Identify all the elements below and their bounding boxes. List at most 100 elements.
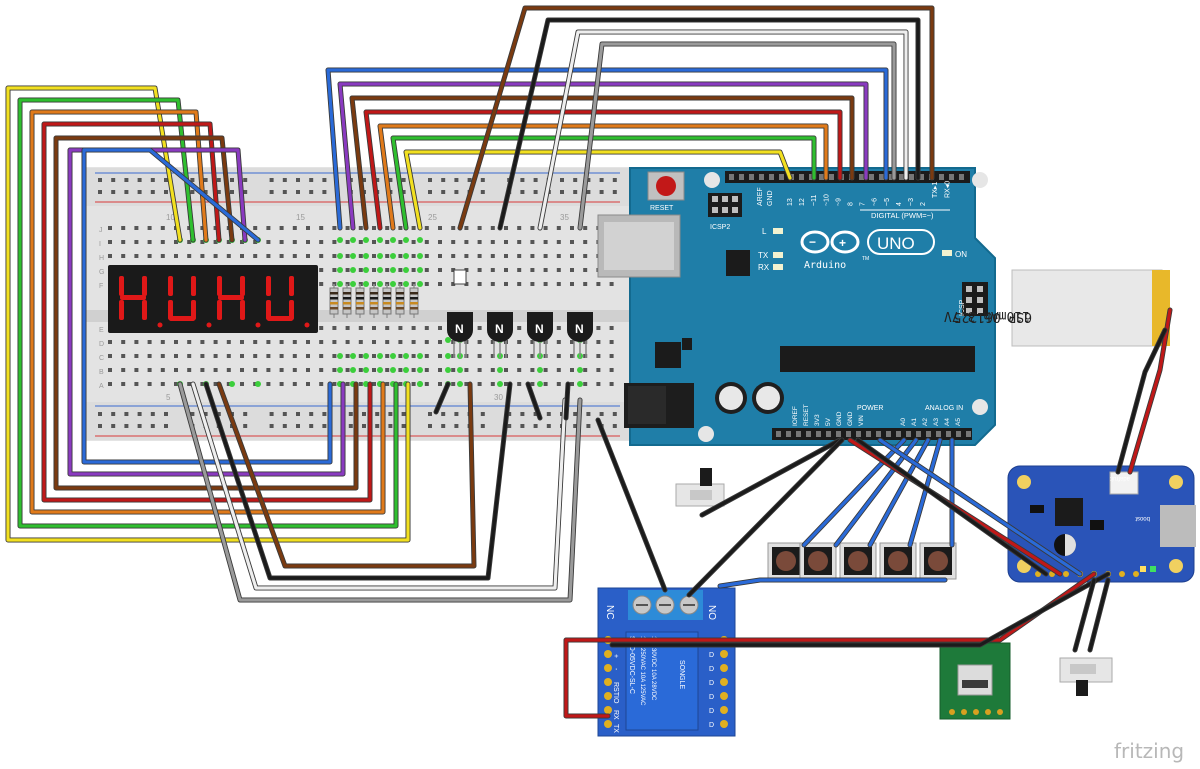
rx-led-label: RX	[758, 263, 770, 272]
pin-label-aref: AREF	[757, 187, 764, 206]
reset-label: RESET	[650, 205, 674, 212]
display-segment	[217, 300, 222, 320]
bb-row-e: E	[99, 327, 104, 334]
bb-col-5b: 5	[166, 393, 171, 402]
wire-blue-d	[326, 68, 888, 230]
resistor	[395, 287, 405, 315]
wire-blue-a2	[868, 438, 930, 547]
relay-pin-label-right: D	[709, 680, 714, 687]
pin-label-digital: TX▸1	[932, 182, 939, 198]
pin-label-power: GND	[847, 411, 854, 426]
wire-red	[42, 122, 372, 502]
wire-red-out	[564, 572, 1096, 718]
display-segment	[289, 300, 294, 320]
display-segment	[119, 300, 124, 320]
wire-white-t	[538, 30, 908, 230]
display-segment	[168, 300, 173, 320]
tm-mark: TM	[862, 256, 869, 262]
bb-row-d: D	[99, 341, 104, 348]
display-segment	[191, 276, 196, 296]
seven-segment-display	[108, 265, 318, 333]
bb-row-b: B	[99, 369, 104, 376]
wire-black-batt	[1116, 328, 1167, 474]
wire-blue-vin	[878, 438, 1082, 576]
display-segment	[169, 316, 195, 321]
wire-purple-d	[338, 82, 868, 230]
relay-pin-left	[604, 678, 612, 686]
wire-blue-rail	[718, 578, 947, 588]
push-buttons	[767, 542, 957, 580]
svg-text:−: −	[809, 235, 816, 249]
relay-pin-label-right: D	[709, 722, 714, 729]
bb-row-j: J	[99, 227, 103, 234]
wire-white-b	[191, 382, 567, 590]
relay-pin-left	[604, 706, 612, 714]
pin-label-digital: 4	[896, 202, 903, 206]
resistor-array	[329, 284, 419, 318]
wire-black-t	[498, 18, 920, 230]
relay-pin-label-right: D	[709, 666, 714, 673]
relay-pin-left	[604, 664, 612, 672]
display-segment	[217, 276, 222, 296]
pin-label-power: RESET	[803, 404, 810, 426]
slide-switch-2	[1059, 657, 1113, 696]
relay-pin-label-right: D	[709, 652, 714, 659]
pin-label-analog: A5	[955, 418, 962, 426]
bb-row-c: C	[99, 355, 104, 362]
transistor-label: N	[455, 322, 464, 336]
wire-red-d	[364, 110, 842, 230]
pin-label-analog: A3	[933, 418, 940, 426]
relay-pin-right	[720, 678, 728, 686]
wire-black-out	[610, 572, 1110, 647]
pin-label-analog: A4	[944, 418, 951, 426]
on-led-label: ON	[955, 250, 967, 259]
bb-col-30: 30	[494, 393, 503, 402]
relay-text3: 10A 30VDC 10A 28VDC	[650, 636, 656, 701]
bb-row-g: G	[99, 269, 104, 276]
bb-col-15: 15	[296, 213, 305, 222]
display-segment	[142, 300, 147, 320]
wire-gray-t	[578, 42, 896, 230]
display-segment	[142, 276, 147, 296]
wire-green-d	[391, 136, 816, 230]
pin-label-power: 5V	[825, 417, 832, 426]
resistor	[342, 287, 352, 315]
relay-pin-right	[720, 650, 728, 658]
relay-pin-label-left: TX	[612, 724, 619, 733]
wire-brown-d	[350, 96, 854, 230]
npn-transistor	[447, 312, 473, 342]
resistor	[369, 287, 379, 315]
powerboost-charger: adafruit boost	[1007, 465, 1196, 583]
pin-label-digital: ~3	[908, 198, 915, 206]
pin-label-power: IOREF	[792, 406, 799, 426]
power-analog-header-pins	[776, 431, 971, 437]
relay-pin-right	[720, 664, 728, 672]
pin-label-power: 3V3	[814, 414, 821, 426]
wire-black-relay2	[687, 438, 844, 597]
relay-nc: NC	[604, 605, 615, 619]
pin-label-analog: A2	[922, 418, 929, 426]
relay-pin-right	[720, 706, 728, 714]
bb-col-25: 25	[428, 213, 437, 222]
relay-pin-label-left: -	[612, 668, 619, 671]
charger-label: boost	[1135, 515, 1150, 521]
display-segment	[240, 276, 245, 296]
relay-pin-left	[604, 650, 612, 658]
resistor	[409, 287, 419, 315]
npn-transistor	[567, 312, 593, 342]
bb-row-f: F	[99, 283, 103, 290]
display-segment	[240, 300, 245, 320]
display-segment	[218, 295, 244, 300]
tx-led-label: TX	[758, 251, 769, 260]
pin-label-digital: 2	[920, 202, 927, 206]
relay-pin-label-right: D	[709, 708, 714, 715]
wire-yellow-d	[404, 150, 792, 230]
wire-blue-a0	[802, 438, 906, 547]
pin-label-digital: ~11	[811, 195, 818, 206]
power-label: POWER	[857, 405, 883, 412]
relay-text2: 10A 250VAC 10A 125VAC	[639, 636, 645, 706]
wire-purple	[68, 148, 345, 476]
